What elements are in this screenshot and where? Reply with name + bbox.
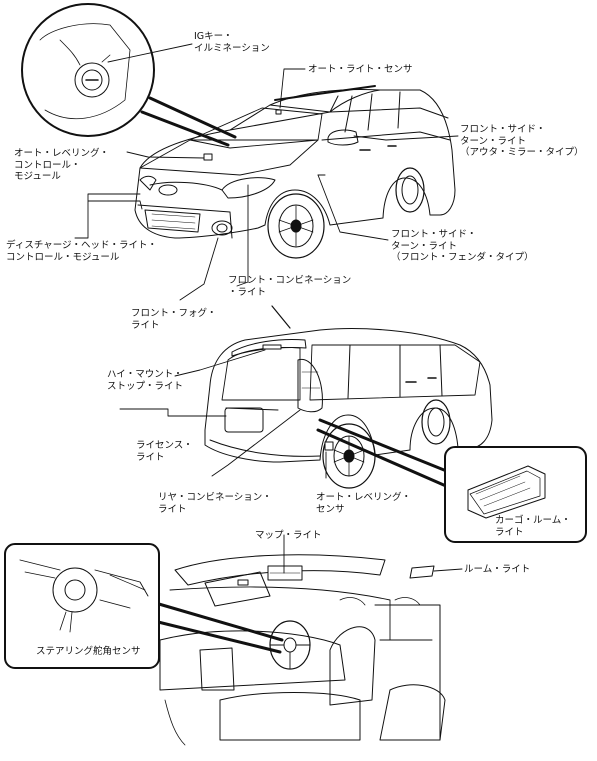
label-auto-leveling-control-module: オート・レベリング・ コントロール・ モジュール <box>14 148 110 182</box>
label-discharge-headlight-control-module: ディスチャージ・ヘッド・ライト・ コントロール・モジュール <box>6 240 158 263</box>
label-ig-key-illumination: IGキー・イルミネーション <box>194 31 270 54</box>
label-front-combination-light: フロント・コンビネーション ・ライト <box>228 275 352 298</box>
label-front-side-turn-light-fender: フロント・サイド・ ターン・ライト （フロント・フェンダ・タイプ） <box>391 229 534 263</box>
leader-lines <box>74 43 463 574</box>
steering-angle-sensor-detail <box>4 543 284 669</box>
label-front-fog-light: フロント・フォグ・ ライト <box>131 308 217 331</box>
ig-key-detail <box>21 3 237 147</box>
label-steering-angle-sensor: ステアリング舵角センサ <box>36 646 141 657</box>
label-map-light: マップ・ライト <box>255 530 322 541</box>
label-front-side-turn-light-mirror: フロント・サイド・ ターン・ライト （アウタ・ミラー・タイプ） <box>460 124 584 158</box>
label-license-light: ライセンス・ ライト <box>136 440 193 463</box>
label-rear-combination-light: リヤ・コンビネーション・ ライト <box>158 492 272 515</box>
label-high-mount-stop-light: ハイ・マウント・ ストップ・ライト <box>107 369 184 392</box>
label-auto-leveling-sensor: オート・レベリング・ センサ <box>316 492 412 515</box>
label-cargo-room-light: カーゴ・ルーム・ ライト <box>495 515 571 538</box>
label-auto-light-sensor: オート・ライト・センサ <box>308 64 413 75</box>
cargo-room-light-detail <box>316 418 587 543</box>
interior-illustration <box>159 554 446 746</box>
label-room-light: ルーム・ライト <box>464 564 531 575</box>
